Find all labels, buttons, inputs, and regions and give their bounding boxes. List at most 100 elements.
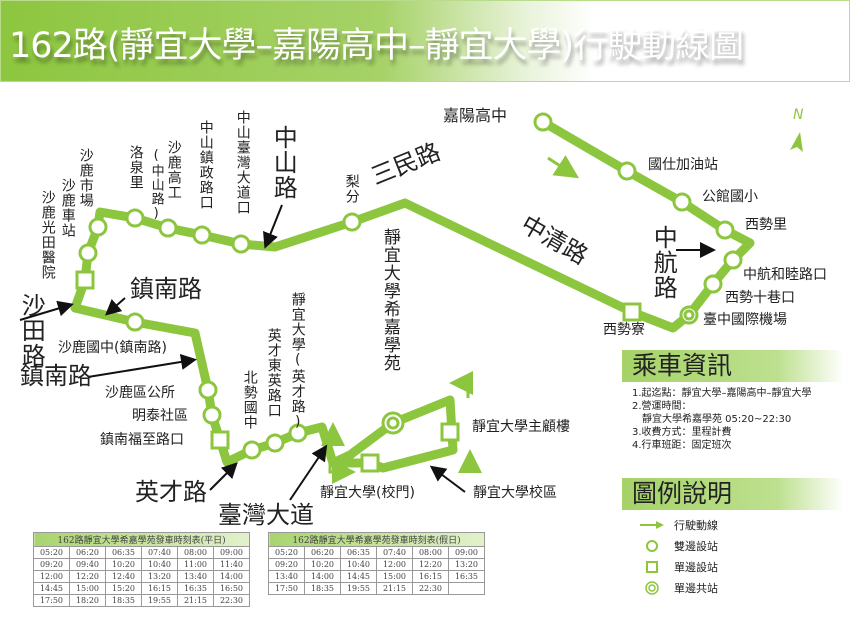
square-icon bbox=[640, 560, 664, 574]
departure-time: 07:40 bbox=[141, 546, 178, 559]
stations bbox=[75, 112, 743, 473]
info-heading: 乘車資訊 bbox=[622, 350, 844, 382]
departure-time: 07:40 bbox=[376, 546, 413, 559]
departure-time: 09:00 bbox=[213, 546, 250, 559]
station-label: 西勢十巷口 bbox=[725, 290, 795, 306]
station-label: 中航和睦路口 bbox=[743, 267, 827, 283]
departure-time: 08:00 bbox=[177, 546, 214, 559]
station-label: 北勢國中 bbox=[241, 370, 258, 430]
departure-time: 19:55 bbox=[340, 582, 377, 595]
departure-time: 16:35 bbox=[177, 582, 214, 595]
station-label: 梨分 bbox=[343, 174, 360, 204]
legend-label: 雙邊設站 bbox=[674, 540, 718, 553]
info-line: 3.收費方式：里程計費 bbox=[632, 427, 732, 438]
road-pointer-arrows bbox=[19, 204, 716, 501]
road-label: 沙田路 bbox=[17, 293, 46, 368]
departure-time: 10:40 bbox=[141, 558, 178, 571]
arrow-icon bbox=[640, 520, 664, 530]
station-label: 沙鹿高工 bbox=[165, 140, 182, 200]
station-label: 洛泉里 bbox=[127, 145, 144, 190]
departure-time: 18:20 bbox=[69, 594, 106, 607]
departure-time: 09:20 bbox=[268, 558, 305, 571]
compass-arrow-icon bbox=[790, 132, 803, 152]
departure-time: 10:20 bbox=[105, 558, 142, 571]
station-label: 國仕加油站 bbox=[648, 157, 718, 173]
road-label: 鎮南路 bbox=[130, 275, 202, 303]
station-label: 西勢里 bbox=[745, 217, 787, 233]
road-label: 英才路 bbox=[135, 478, 207, 506]
departure-time: 10:20 bbox=[304, 558, 341, 571]
info-line: 靜宜大學希嘉學苑 05:20~22:30 bbox=[632, 414, 792, 425]
departure-time: 10:40 bbox=[340, 558, 377, 571]
station-label: 沙鹿區公所 bbox=[105, 385, 175, 401]
departure-time: 09:00 bbox=[448, 546, 485, 559]
departure-time: 06:20 bbox=[304, 546, 341, 559]
direction-arrows bbox=[321, 155, 580, 484]
departure-time: 12:20 bbox=[412, 558, 449, 571]
station-label: 沙鹿國中(鎮南路) bbox=[58, 340, 167, 356]
departure-time: 16:15 bbox=[141, 582, 178, 595]
departure-time: 18:35 bbox=[105, 594, 142, 607]
departure-time: 11:40 bbox=[213, 558, 250, 571]
departure-time: 22:30 bbox=[412, 582, 449, 595]
info-line: 1.起迄點：靜宜大學–嘉陽高中–靜宜大學 bbox=[632, 388, 812, 399]
info-text: 1.起迄點：靜宜大學–嘉陽高中–靜宜大學 2.營運時間： 靜宜大學希嘉學苑 05… bbox=[632, 387, 812, 452]
departure-time: 18:35 bbox=[304, 582, 341, 595]
road-label: 中山路 bbox=[269, 125, 298, 200]
station-label: 靜宜大學校區 bbox=[473, 485, 557, 501]
station-label: 鎮南福至路口 bbox=[100, 432, 184, 448]
legend-label: 單邊設站 bbox=[674, 561, 718, 574]
departure-time bbox=[448, 582, 485, 595]
departure-time: 11:00 bbox=[177, 558, 214, 571]
map-title: 162路(靜宜大學–嘉陽高中–靜宜大學)行駛動線圖 bbox=[9, 26, 744, 66]
departure-time: 06:35 bbox=[340, 546, 377, 559]
legend-item: 雙邊設站 bbox=[640, 538, 718, 554]
legend-label: 行駛動線 bbox=[674, 519, 718, 532]
legend-heading: 圖例說明 bbox=[622, 478, 844, 510]
departure-time: 15:00 bbox=[69, 582, 106, 595]
info-line: 4.行車班距：固定班次 bbox=[632, 440, 732, 451]
station-label: 靜宜大學(校門) bbox=[320, 485, 415, 501]
departure-time: 09:40 bbox=[69, 558, 106, 571]
departure-time: 15:20 bbox=[105, 582, 142, 595]
station-label: 靜宜大學主顧樓 bbox=[472, 419, 570, 435]
legend-item: 行駛動線 bbox=[640, 517, 718, 533]
station-label: 英才東英路口 bbox=[265, 328, 282, 418]
station-label: 明泰社區 bbox=[132, 408, 188, 424]
title-bar: 162路(靜宜大學–嘉陽高中–靜宜大學)行駛動線圖 bbox=[0, 0, 850, 82]
departure-time: 14:00 bbox=[213, 570, 250, 583]
road-label: 中航路 bbox=[649, 225, 678, 300]
compass-n: N bbox=[793, 107, 804, 123]
departure-time: 16:15 bbox=[412, 570, 449, 583]
departure-time: 09:20 bbox=[33, 558, 70, 571]
departure-time: 22:30 bbox=[213, 594, 250, 607]
station-label: 靜宜大學希嘉學苑 bbox=[379, 228, 400, 372]
station-label: 沙鹿市場 bbox=[77, 148, 94, 208]
station-label: 中山鎮政路口 bbox=[197, 120, 214, 210]
departure-time: 12:20 bbox=[69, 570, 106, 583]
departure-time: 17:50 bbox=[33, 594, 70, 607]
station-label: 公館國小 bbox=[702, 189, 758, 205]
departure-time: 14:45 bbox=[340, 570, 377, 583]
departure-time: 21:15 bbox=[376, 582, 413, 595]
station-label: 沙鹿車站 bbox=[59, 178, 76, 238]
departure-time: 19:55 bbox=[141, 594, 178, 607]
departure-time: 15:00 bbox=[376, 570, 413, 583]
departure-time: 06:20 bbox=[69, 546, 106, 559]
station-label: 臺中國際機場 bbox=[703, 312, 787, 328]
departure-time: 16:35 bbox=[448, 570, 485, 583]
departure-time: 13:40 bbox=[177, 570, 214, 583]
station-label: 中山臺灣大道口 bbox=[234, 110, 251, 215]
departure-time: 14:00 bbox=[304, 570, 341, 583]
departure-time: 16:50 bbox=[213, 582, 250, 595]
departure-time: 21:15 bbox=[177, 594, 214, 607]
legend-label: 單邊共站 bbox=[674, 582, 718, 595]
departure-time: 05:20 bbox=[33, 546, 70, 559]
departure-time: 05:20 bbox=[268, 546, 305, 559]
